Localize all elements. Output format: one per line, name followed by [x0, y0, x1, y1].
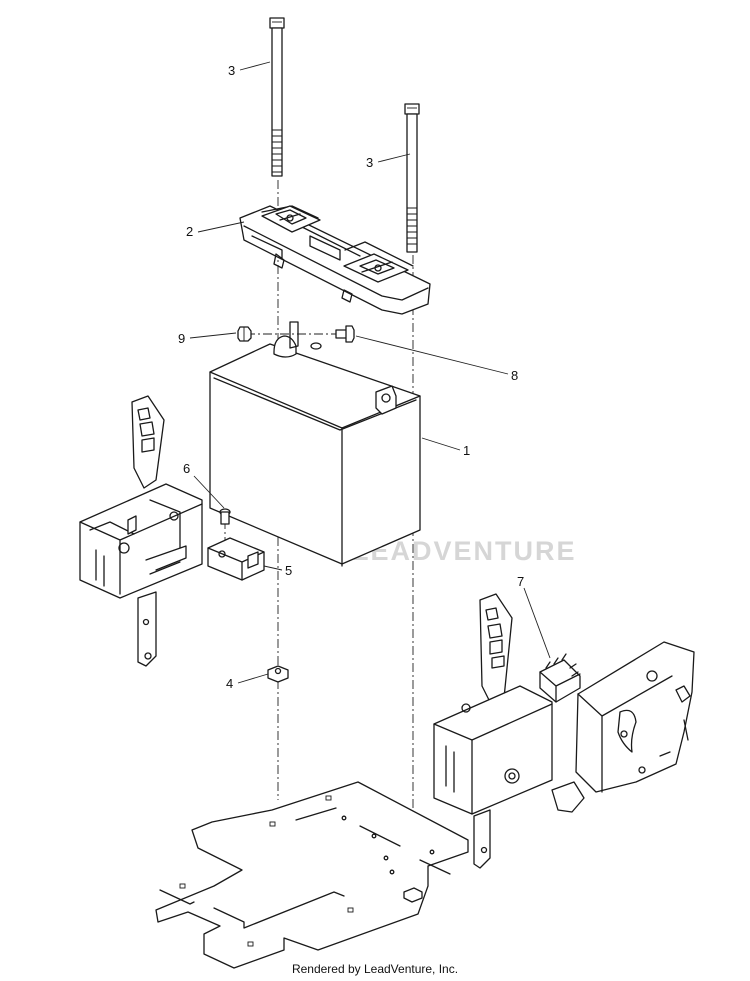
footer-credit: Rendered by LeadVenture, Inc.	[291, 962, 459, 976]
callout-8: 8	[511, 368, 518, 383]
nut	[267, 665, 289, 683]
callout-3a: 3	[228, 63, 235, 78]
callout-2: 2	[186, 224, 193, 239]
long-bolt-left	[269, 17, 285, 177]
callout-6: 6	[183, 461, 190, 476]
callout-4: 4	[226, 676, 233, 691]
right-pedal-assembly	[433, 593, 553, 869]
terminal-nut	[237, 326, 252, 342]
left-pedal-assembly	[79, 395, 203, 667]
switch	[207, 537, 265, 581]
callouts: 3 3 2 9 8 1 6 5 4 7	[178, 63, 524, 691]
screw	[219, 508, 231, 525]
callout-3b: 3	[366, 155, 373, 170]
terminal-bolt	[335, 325, 355, 343]
right-mount-bracket	[551, 641, 695, 813]
callout-7: 7	[517, 574, 524, 589]
long-bolt-right	[404, 103, 420, 253]
battery	[209, 321, 421, 567]
callout-1: 1	[463, 443, 470, 458]
battery-hold-down-bracket	[239, 205, 431, 315]
base-plate	[155, 781, 469, 969]
switch-connector	[539, 653, 581, 703]
leader-lines	[189, 61, 551, 684]
callout-5: 5	[285, 563, 292, 578]
callout-9: 9	[178, 331, 185, 346]
